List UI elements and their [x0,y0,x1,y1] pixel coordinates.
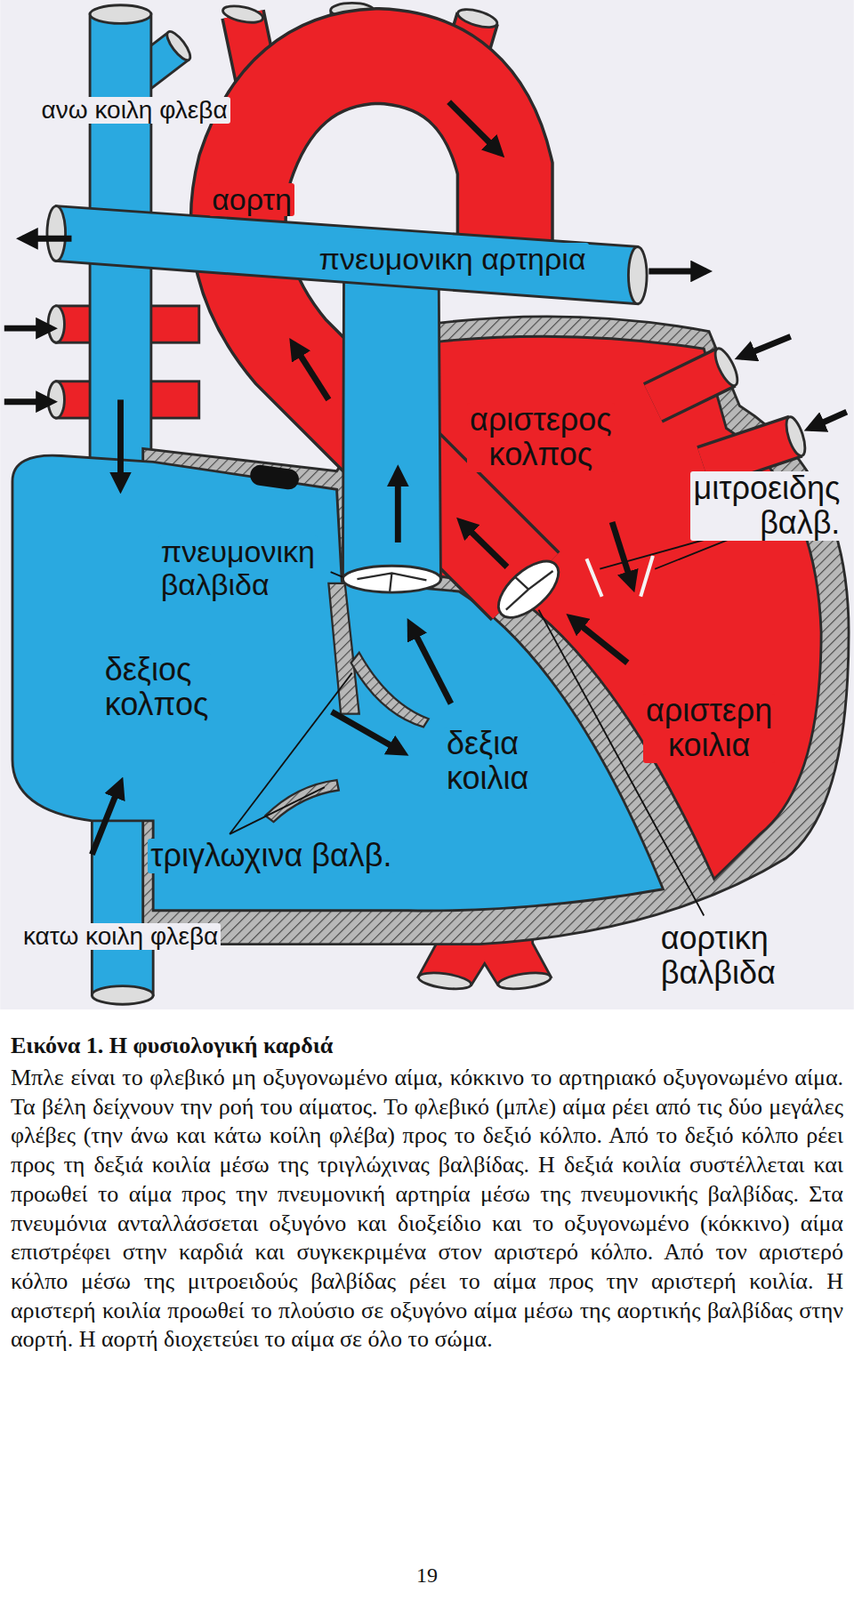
tricuspid-leaflets [265,652,428,822]
page-number: 19 [0,1563,854,1588]
vessel-end [163,28,194,64]
flow-arrow [22,235,72,242]
figure-area: ανω κοιλη φλεβα αορτη πνευμονικη αρτηρια αρ… [0,0,854,1010]
flow-arrow [292,343,329,400]
caption-text: Μπλε είναι το φλεβικό μη οξυγονωμένο αίμ… [10,1063,844,1355]
valve-cusps [506,571,554,611]
part-label: αορτικη βαλβιδα [658,921,779,991]
vessel-fill [238,56,526,587]
vessel-outline [652,367,797,468]
part-label: μιτροειδης βαλβ. [690,471,843,541]
vessel-end [417,970,472,992]
leaflet [351,652,429,728]
flow-arrow [394,471,402,543]
flow-arrow [4,325,52,332]
flow-arrow [91,782,121,854]
vessel-end [221,2,265,25]
flow-arrow [571,618,628,663]
figure-caption: Εικόνα 1. Η φυσιολογική καρδιά [10,1031,844,1061]
vessel-end [455,6,500,32]
vessel-end [91,986,154,1006]
pulmonary-artery [47,206,647,305]
aortic-arch [238,56,526,587]
flow-arrows [4,102,847,855]
vessel-end [47,206,66,262]
leaflet [265,780,339,822]
part-label: αορτη [209,183,295,217]
pulmonary-trunk [342,266,441,580]
part-label: αριστερη κοιλια [643,693,775,764]
part-label: δεξια κοιλια [443,726,532,797]
outflow-wall [328,583,359,715]
vessel-outline [238,56,526,587]
flow-arrow [449,102,500,154]
vessel-end [782,414,809,459]
part-label: δεξιος κολπος [102,652,212,723]
flow-arrow [741,336,791,357]
figure-ground [0,0,854,1010]
flow-arrow [4,398,52,405]
vessel-tube [56,206,637,305]
flow-arrow [809,411,846,428]
vessel-end [628,246,647,304]
part-label: αριστερος κολπος [467,402,615,473]
leader-line [229,673,353,835]
mitral-leaflets [586,555,653,597]
pulmonary-valve [342,565,441,593]
part-label: κατω κοιλη φλεβα [20,923,221,951]
vessel-fill [652,367,797,468]
flow-arrow [410,624,452,704]
valves [342,551,653,629]
part-label: πνευμονικη βαλβιδα [158,535,318,601]
flow-arrow [117,399,124,488]
leader-line [229,787,325,835]
vessel-end [710,346,742,389]
flow-arrow [612,522,633,587]
vessel-end [89,5,152,25]
part-label: πνευμονικη αρτηρια [316,242,589,276]
valve-cusps [356,572,427,592]
flow-arrow [331,711,403,753]
leader-line [330,572,344,578]
ductus-ligament [249,463,301,491]
vessel-end [497,970,552,992]
pulmonary-veins-right [652,346,809,468]
part-label: τριγλωχινα βαλβ. [147,838,395,874]
part-label: ανω κοιλη φλεβα [39,96,231,124]
flow-arrow [648,268,706,275]
flow-arrow [460,522,508,567]
vein-end [48,306,65,343]
